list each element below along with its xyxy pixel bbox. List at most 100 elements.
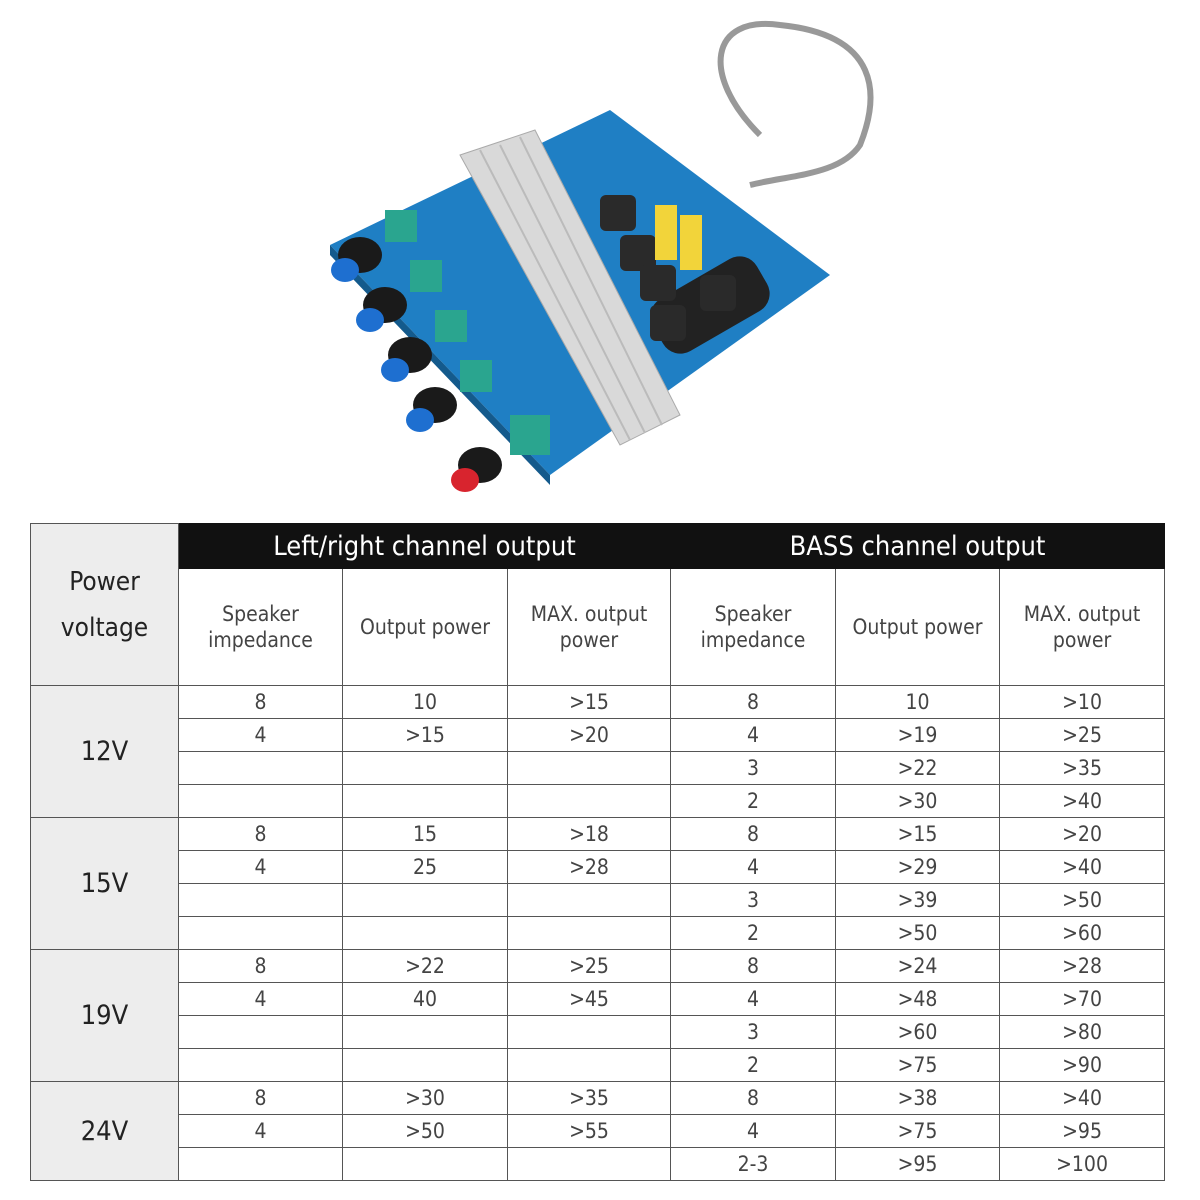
bass-max-output-power-cell: >10 — [999, 685, 1166, 719]
bass-output-power-cell: >29 — [835, 850, 1001, 884]
bass-output-power-cell: >95 — [835, 1147, 1001, 1181]
lr-output-power-cell — [342, 1147, 508, 1181]
lr-speaker-impedance-cell: 8 — [178, 949, 343, 983]
bass-output-power-cell: >75 — [835, 1114, 1001, 1148]
lr-max-output-power-cell — [506, 1147, 672, 1181]
bass-speaker-impedance-header: Speaker impedance — [670, 568, 837, 686]
lr-speaker-impedance-cell — [178, 1015, 343, 1049]
lr-max-output-power-header: MAX. output power — [506, 568, 672, 686]
lr-max-output-power-cell — [506, 883, 672, 917]
bass-speaker-impedance-cell: 4 — [670, 1114, 837, 1148]
bass-max-output-power-cell: >100 — [999, 1147, 1166, 1181]
bass-output-power-cell: >24 — [835, 949, 1001, 983]
bass-output-power-cell: >75 — [835, 1048, 1001, 1082]
bass-speaker-impedance-cell: 8 — [670, 949, 837, 983]
lr-speaker-impedance-cell: 8 — [178, 685, 343, 719]
lr-max-output-power-cell — [506, 1048, 672, 1082]
power-voltage-header: Power voltage — [30, 523, 179, 686]
bass-output-power-cell: >15 — [835, 817, 1001, 851]
table-row: 3>22>35 — [31, 751, 1166, 785]
lr-max-output-power-cell: >18 — [506, 817, 672, 851]
bass-max-output-power-cell: >80 — [999, 1015, 1166, 1049]
bass-max-output-power-cell: >35 — [999, 751, 1166, 785]
lr-output-power-cell: >30 — [342, 1081, 508, 1115]
voltage-cell: 15V — [30, 817, 179, 950]
lr-output-power-cell — [342, 883, 508, 917]
lr-max-output-power-cell: >45 — [506, 982, 672, 1016]
lr-output-power-cell — [342, 751, 508, 785]
bass-output-power-cell: >38 — [835, 1081, 1001, 1115]
lr-output-power-header: Output power — [342, 568, 508, 686]
bass-speaker-impedance-cell: 4 — [670, 850, 837, 884]
lr-max-output-power-cell: >35 — [506, 1081, 672, 1115]
bass-output-power-cell: 10 — [835, 685, 1001, 719]
bass-output-power-cell: >22 — [835, 751, 1001, 785]
table-row: 2>50>60 — [31, 916, 1166, 950]
bass-output-power-cell: >39 — [835, 883, 1001, 917]
table-row: 3>39>50 — [31, 883, 1166, 917]
bass-max-output-power-header: MAX. output power — [999, 568, 1166, 686]
lr-max-output-power-cell: >28 — [506, 850, 672, 884]
specification-table: Power voltage Left/right channel output … — [30, 523, 1166, 1181]
lr-max-output-power-cell: >25 — [506, 949, 672, 983]
lr-output-power-cell: >50 — [342, 1114, 508, 1148]
bass-speaker-impedance-cell: 4 — [670, 718, 837, 752]
bass-speaker-impedance-cell: 2 — [670, 916, 837, 950]
lr-output-power-cell: 15 — [342, 817, 508, 851]
lr-channel-header: Left/right channel output — [177, 523, 672, 569]
amplifier-board-photo — [330, 20, 874, 492]
lr-speaker-impedance-cell — [178, 1048, 343, 1082]
bass-max-output-power-cell: >40 — [999, 1081, 1166, 1115]
bass-max-output-power-cell: >95 — [999, 1114, 1166, 1148]
bass-output-power-cell: >50 — [835, 916, 1001, 950]
lr-output-power-cell: 10 — [342, 685, 508, 719]
lr-speaker-impedance-cell — [178, 883, 343, 917]
lr-speaker-impedance-cell: 4 — [178, 982, 343, 1016]
bass-max-output-power-cell: >20 — [999, 817, 1166, 851]
table-row: 2>30>40 — [31, 784, 1166, 818]
bass-speaker-impedance-cell: 3 — [670, 883, 837, 917]
lr-speaker-impedance-cell — [178, 1147, 343, 1181]
lr-max-output-power-cell — [506, 916, 672, 950]
bass-speaker-impedance-cell: 8 — [670, 817, 837, 851]
bass-output-power-cell: >30 — [835, 784, 1001, 818]
bass-max-output-power-cell: >40 — [999, 850, 1166, 884]
lr-max-output-power-cell — [506, 751, 672, 785]
table-row: 3>60>80 — [31, 1015, 1166, 1049]
lr-speaker-impedance-cell: 8 — [178, 817, 343, 851]
bass-speaker-impedance-cell: 3 — [670, 751, 837, 785]
bass-max-output-power-cell: >70 — [999, 982, 1166, 1016]
lr-output-power-cell — [342, 916, 508, 950]
bass-channel-header: BASS channel output — [670, 523, 1166, 569]
lr-max-output-power-cell: >20 — [506, 718, 672, 752]
bass-speaker-impedance-cell: 2 — [670, 784, 837, 818]
lr-speaker-impedance-cell: 4 — [178, 850, 343, 884]
bass-max-output-power-cell: >40 — [999, 784, 1166, 818]
lr-max-output-power-cell: >15 — [506, 685, 672, 719]
lr-speaker-impedance-cell: 4 — [178, 718, 343, 752]
lr-output-power-cell — [342, 1015, 508, 1049]
bass-speaker-impedance-cell: 2-3 — [670, 1147, 837, 1181]
lr-output-power-cell — [342, 1048, 508, 1082]
voltage-cell: 19V — [30, 949, 179, 1082]
lr-speaker-impedance-cell — [178, 916, 343, 950]
bass-max-output-power-cell: >28 — [999, 949, 1166, 983]
bass-output-power-cell: >60 — [835, 1015, 1001, 1049]
lr-max-output-power-cell — [506, 1015, 672, 1049]
bass-speaker-impedance-cell: 3 — [670, 1015, 837, 1049]
lr-output-power-cell: 40 — [342, 982, 508, 1016]
table-row: 2-3>95>100 — [31, 1147, 1166, 1181]
lr-speaker-impedance-header: Speaker impedance — [178, 568, 343, 686]
lr-output-power-cell: >15 — [342, 718, 508, 752]
bass-output-power-header: Output power — [835, 568, 1001, 686]
lr-speaker-impedance-cell: 8 — [178, 1081, 343, 1115]
bass-output-power-cell: >19 — [835, 718, 1001, 752]
voltage-cell: 12V — [30, 685, 179, 818]
